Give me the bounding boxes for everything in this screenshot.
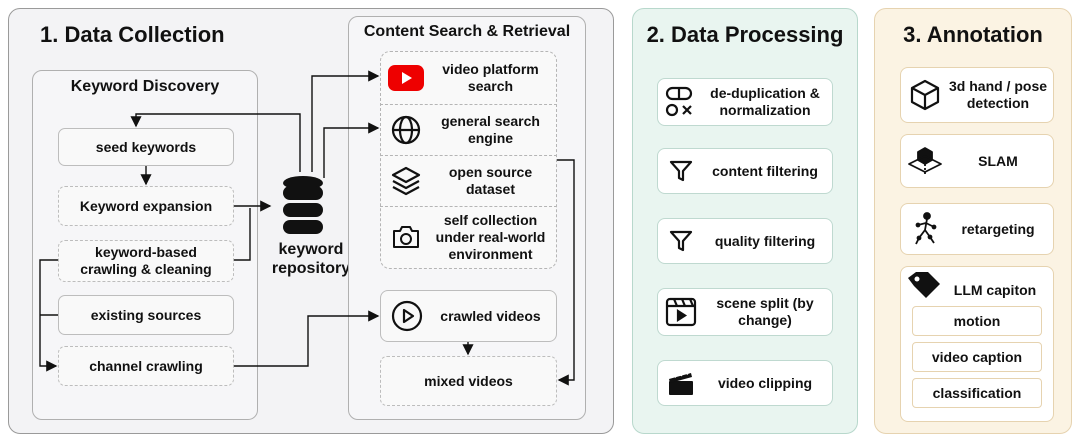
- search-divider: [380, 206, 557, 207]
- database-icon: [281, 174, 325, 236]
- cube-icon: [901, 78, 949, 112]
- globe-icon: [380, 115, 432, 145]
- search-divider: [380, 104, 557, 105]
- annotation-step-pose: 3d hand / pose detection: [900, 67, 1054, 123]
- process-step-label: scene split (by change): [716, 295, 814, 328]
- tag-icon: [906, 270, 942, 304]
- search-source-open-dataset: open source dataset: [380, 156, 557, 206]
- content-search-title: Content Search & Retrieval: [363, 23, 571, 40]
- play-circle-icon: [381, 300, 433, 332]
- process-step-label: video clipping: [717, 374, 813, 391]
- figure-icon: [901, 211, 949, 247]
- channel-crawling-box: channel crawling: [58, 346, 234, 386]
- search-source-self-collection: self collection under real-world environ…: [380, 207, 557, 267]
- data-collection-title: 1. Data Collection: [40, 22, 225, 47]
- existing-sources-box: existing sources: [58, 295, 234, 335]
- search-source-label: video platform search: [442, 61, 539, 94]
- filter-icon: [658, 228, 704, 254]
- annotation-step-retargeting: retargeting: [900, 203, 1054, 255]
- keyword-crawling-box: keyword-based crawling & cleaning: [58, 240, 234, 282]
- layers-icon: [380, 165, 432, 197]
- llm-caption-classification: classification: [912, 378, 1042, 408]
- llm-caption-motion: motion: [912, 306, 1042, 336]
- process-step-quality-filtering: quality filtering: [657, 218, 833, 264]
- filter-icon: [658, 158, 704, 184]
- search-source-video-platform: video platform search: [380, 53, 557, 103]
- youtube-icon: [380, 65, 432, 91]
- camera-icon: [380, 224, 432, 250]
- dedup-icon: [658, 85, 704, 119]
- search-divider: [380, 155, 557, 156]
- crawled-videos-label: crawled videos: [440, 307, 541, 324]
- annotation-step-slam: SLAM: [900, 134, 1054, 188]
- annotation-step-label: retargeting: [961, 220, 1035, 237]
- data-processing-title: 2. Data Processing: [646, 22, 844, 47]
- process-step-video-clipping: video clipping: [657, 360, 833, 406]
- process-step-label: de-duplication & normalization: [710, 85, 820, 118]
- keyword-expansion-box: Keyword expansion: [58, 186, 234, 226]
- search-source-label: self collection under real-world environ…: [435, 211, 546, 262]
- keyword-repository-label: keyword repository: [271, 241, 351, 277]
- seed-keywords-box: seed keywords: [58, 128, 234, 166]
- search-source-general-engine: general search engine: [380, 105, 557, 155]
- llm-caption-video-caption: video caption: [912, 342, 1042, 372]
- llm-caption-title: LLM capiton: [953, 282, 1037, 298]
- process-step-label: quality filtering: [714, 232, 816, 249]
- annotation-title: 3. Annotation: [903, 22, 1043, 47]
- process-step-scene-split: scene split (by change): [657, 288, 833, 336]
- annotation-step-label: 3d hand / pose detection: [949, 78, 1048, 111]
- search-source-label: general search engine: [441, 113, 540, 146]
- film-icon: [658, 297, 704, 327]
- search-source-label: open source dataset: [448, 164, 533, 197]
- clapper-icon: [658, 369, 704, 397]
- crawled-videos-box: crawled videos: [380, 290, 557, 342]
- mixed-videos-box: mixed videos: [380, 356, 557, 406]
- process-step-content-filtering: content filtering: [657, 148, 833, 194]
- keyword-discovery-title: Keyword Discovery: [70, 78, 220, 95]
- slam-icon: [901, 144, 949, 178]
- process-step-dedup: de-duplication & normalization: [657, 78, 833, 126]
- annotation-step-label: SLAM: [978, 152, 1018, 169]
- process-step-label: content filtering: [712, 162, 818, 179]
